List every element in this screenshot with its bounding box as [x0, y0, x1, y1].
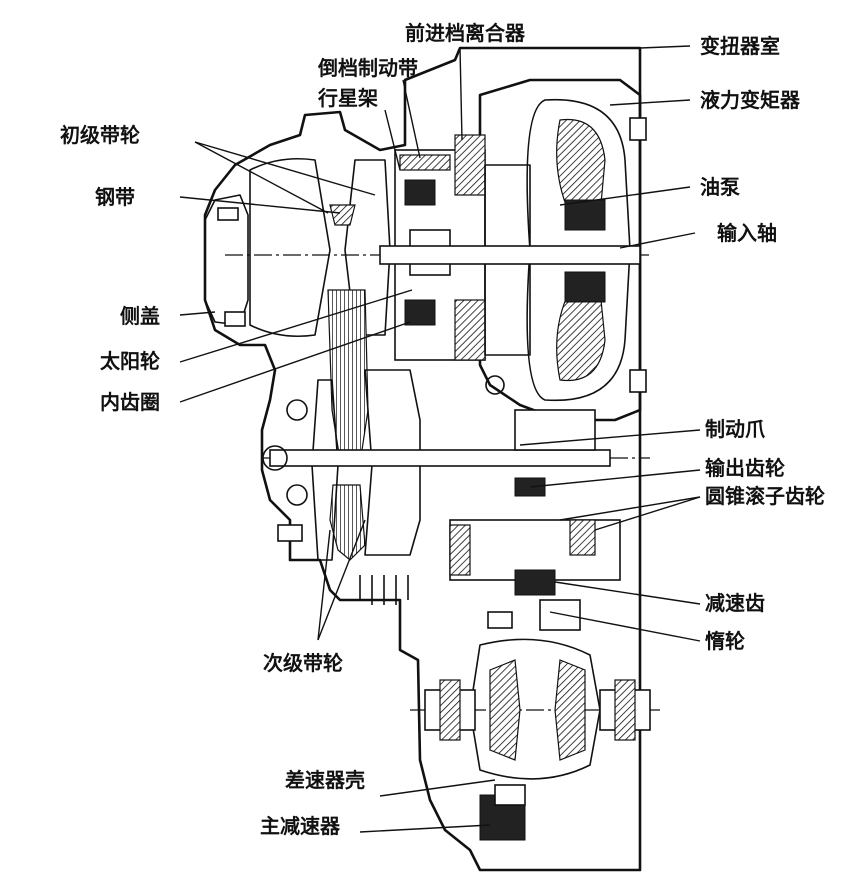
label-tapered-roller-gear: 圆锥滚子齿轮 [705, 484, 825, 508]
label-forward-clutch: 前进档离合器 [405, 21, 526, 45]
label-torque-converter: 液力变矩器 [700, 88, 801, 112]
secondary-pulley-sheave-left [311, 379, 339, 561]
transmission-drawing [203, 46, 660, 872]
label-idler-gear: 惰轮 [705, 629, 745, 653]
bolt-8 [629, 369, 647, 393]
label-output-gear: 输出齿轮 [705, 456, 785, 480]
output-shaft [269, 449, 611, 467]
label-input-shaft: 输入轴 [717, 221, 777, 245]
label-oil-pump: 油泵 [700, 175, 740, 199]
bolt-circle-2 [286, 484, 308, 506]
label-reduction-gear: 减速齿 [705, 591, 765, 615]
side-cover-bolt-bottom [224, 311, 246, 327]
parking-pawl-block [514, 409, 596, 451]
bearing-right [614, 679, 636, 741]
side-cover-bolt-top [217, 207, 239, 221]
bolt-circle-1 [286, 399, 308, 421]
label-sun-gear: 太阳轮 [100, 349, 160, 373]
label-secondary-pulley: 次级带轮 [263, 651, 343, 675]
bearing-left [439, 679, 461, 741]
clutch-pack [454, 134, 486, 196]
leader-lines [179, 45, 701, 833]
differential-gear-left [489, 659, 521, 761]
label-parking-pawl: 制动爪 [705, 417, 766, 441]
torque-converter-turbine-lower [556, 289, 606, 382]
tapered-bearing-left [449, 524, 471, 576]
label-primary-pulley: 初级带轮 [60, 123, 140, 147]
label-reverse-brake: 倒档制动带 [317, 56, 418, 80]
input-shaft [379, 245, 641, 265]
oil-pump-block-lower [564, 271, 606, 303]
clutch-pack-lower [454, 299, 486, 361]
label-steel-belt: 钢带 [95, 185, 135, 209]
steel-belt-upper [329, 204, 356, 226]
label-final-drive: 主减速器 [260, 814, 341, 838]
bolt-6 [487, 611, 513, 629]
main-housing-outline [203, 46, 642, 872]
steel-belt-strand [327, 289, 369, 461]
secondary-pulley-sheave-right [364, 369, 421, 556]
cooling-fins [359, 575, 409, 605]
oil-pump-block [564, 199, 606, 231]
torque-converter-body [526, 98, 631, 402]
bolt-5 [277, 524, 303, 542]
planet-carrier-block [404, 179, 436, 206]
tapered-bearing-right [569, 519, 596, 556]
reverse-brake-band [399, 154, 451, 171]
bell-housing [478, 78, 642, 422]
label-side-cover: 侧盖 [120, 304, 160, 328]
bolt-circle-4 [262, 445, 288, 471]
differential-case-shape [469, 638, 601, 780]
ring-gear-block [404, 299, 436, 326]
primary-pulley-outer-sheave [249, 157, 331, 338]
differential-gear-right [554, 659, 586, 761]
label-torque-converter-housing: 变扭器室 [700, 34, 780, 58]
primary-pulley-inner-sheave [344, 159, 391, 336]
label-ring-gear: 内齿圈 [100, 390, 160, 414]
bolt-circle-3 [485, 375, 505, 395]
label-planet-carrier: 行星架 [317, 86, 378, 110]
bolt-7 [629, 117, 647, 141]
label-differential-case: 差速器壳 [285, 768, 365, 792]
reduction-gear-block [514, 569, 556, 596]
final-drive-bolt [494, 784, 526, 806]
callout-labels: 变扭器室 前进档离合器 倒档制动带 行星架 液力变矩器 初级带轮 油泵 钢带 输… [60, 21, 825, 838]
idler-gear-block [539, 599, 581, 631]
